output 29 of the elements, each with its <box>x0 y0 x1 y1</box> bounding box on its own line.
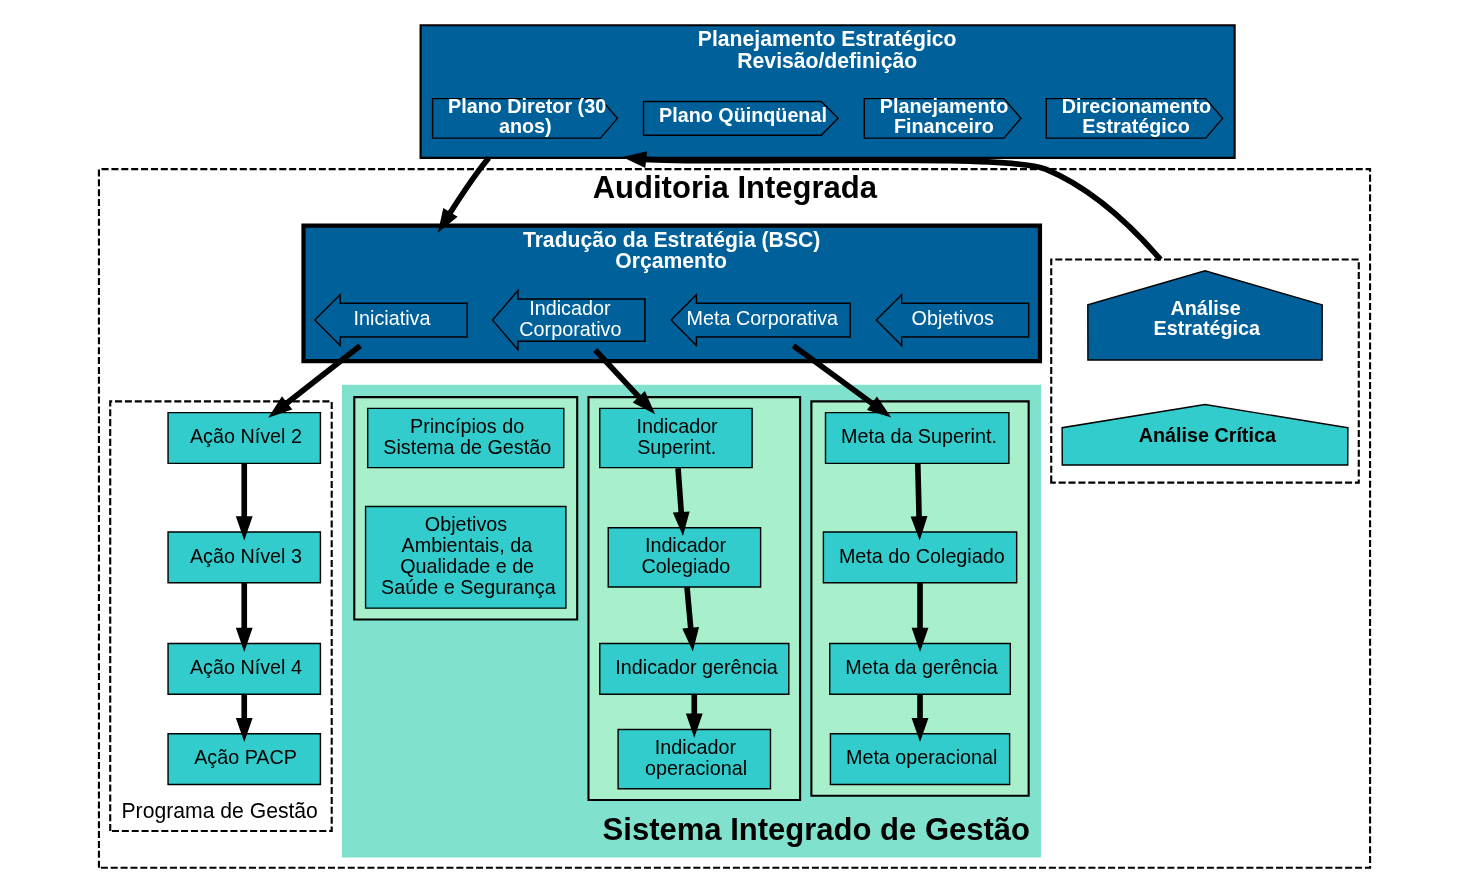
node-box: Ação Nível 4 <box>167 642 322 695</box>
arrow <box>685 694 703 738</box>
cluster <box>353 396 579 621</box>
arrow <box>911 582 929 652</box>
node-box: Meta da gerência <box>829 642 1011 695</box>
arrow <box>235 694 253 742</box>
node-box: Princípios do Sistema de Gestão <box>367 407 565 469</box>
arrow <box>622 151 1163 262</box>
node-box: Ação Nível 2 <box>167 411 322 465</box>
cluster <box>587 396 802 802</box>
node-box: Ação Nível 3 <box>167 531 322 584</box>
node-box: Ação PACP <box>167 733 322 786</box>
cluster <box>810 400 1030 797</box>
node-box: Indicador gerência <box>599 642 790 695</box>
arrow <box>672 468 690 536</box>
arrow <box>682 587 700 652</box>
node-box: Indicador Colegiado <box>607 527 762 588</box>
arrow <box>911 694 929 742</box>
arrow <box>235 582 253 652</box>
node-box: Objetivos Ambientais, da Qualidade e de Saúde e Segurança <box>364 505 567 609</box>
node-box: Meta da Superint. <box>824 411 1010 465</box>
arrow <box>437 156 491 233</box>
node-box: Indicador Superint. <box>599 407 753 469</box>
cluster <box>1050 258 1360 484</box>
node-box: Meta operacional <box>829 733 1011 786</box>
arrow <box>235 463 253 541</box>
node-box: Indicador operacional <box>617 728 772 790</box>
node-box: Meta do Colegiado <box>822 531 1018 584</box>
arrow <box>910 463 928 541</box>
